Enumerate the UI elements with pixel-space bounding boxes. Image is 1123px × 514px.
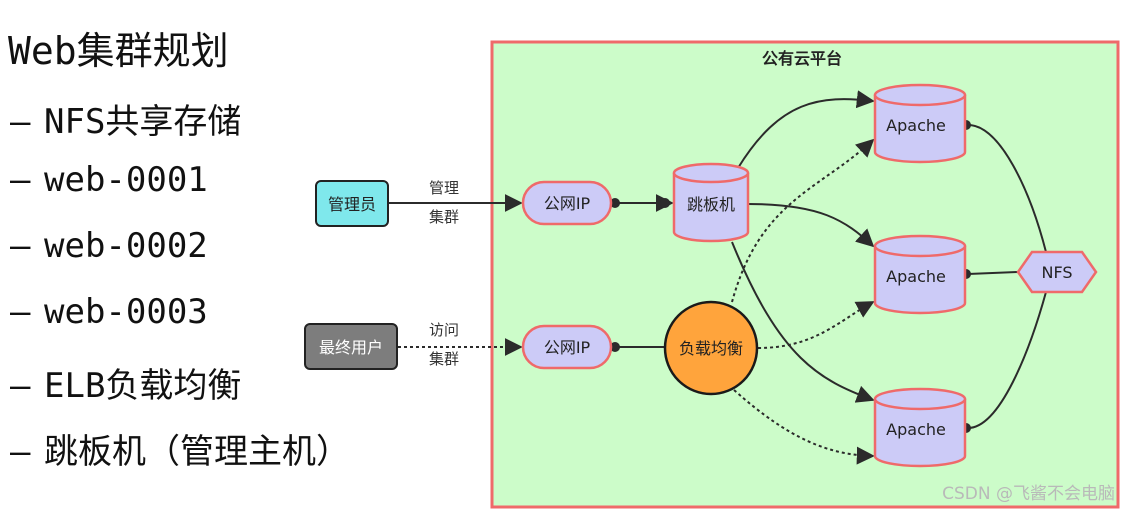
edge-apache-1-to-nfs — [967, 124, 1047, 253]
access-edge-label-line2: 集群 — [429, 350, 459, 368]
apache-label-1: Apache — [886, 116, 946, 135]
apache-node-1 — [873, 83, 967, 164]
edge-dot — [660, 198, 670, 208]
edge-jump-host-to-apache-2 — [747, 203, 875, 248]
cylinder-body — [873, 95, 967, 164]
cylinder-body — [873, 246, 967, 315]
apache-node-2 — [873, 234, 967, 315]
public-ip-node-bottom — [521, 324, 613, 370]
list-title: Web集群规划 — [8, 29, 229, 73]
list-dash: – — [10, 160, 31, 200]
apache-label-3: Apache — [886, 420, 946, 439]
cylinder-top — [873, 83, 967, 107]
list-item-text: 跳板机（管理主机） — [44, 432, 350, 472]
jump-host-node — [672, 162, 750, 243]
admin-label: 管理员 — [328, 195, 376, 214]
apache-label-2: Apache — [886, 267, 946, 286]
public-ip-label-bottom: 公网IP — [544, 338, 591, 357]
access-edge-label-line1: 访问 — [429, 321, 459, 339]
edge-jump-host-to-apache-3 — [731, 241, 875, 403]
cloud-platform-region — [490, 40, 1120, 509]
manage-edge-label-line1: 管理 — [429, 179, 459, 197]
cylinder-top — [672, 162, 750, 184]
jump-host-label: 跳板机 — [687, 195, 735, 214]
cloud-platform-title: 公有云平台 — [762, 49, 842, 68]
list-item-text: web-0003 — [44, 292, 208, 332]
nfs-node — [1016, 250, 1098, 294]
list-dash: – — [10, 432, 31, 472]
apache-node-3 — [873, 387, 967, 468]
edge-dot — [610, 198, 620, 208]
edge-apache-3-to-nfs — [967, 291, 1047, 429]
list-item-text: web-0002 — [44, 226, 208, 266]
public-ip-label-top: 公网IP — [544, 194, 591, 213]
edge-jump-host-to-apache-1 — [737, 90, 875, 169]
list-item-nfs: –NFS共享存储 — [10, 94, 241, 143]
list-dash: – — [10, 102, 31, 142]
nfs-label: NFS — [1041, 263, 1072, 282]
public-ip-node-top — [521, 180, 613, 226]
cylinder-body — [873, 399, 967, 468]
list-dash: – — [10, 226, 31, 266]
load-balancer-node — [663, 300, 759, 396]
list-item-web-0003: –web-0003 — [10, 292, 208, 332]
edge-dot — [610, 342, 620, 352]
list-dash: – — [10, 292, 31, 332]
load-balancer-label: 负载均衡 — [679, 339, 743, 358]
list-item-web-0002: –web-0002 — [10, 226, 208, 266]
list-item-text: ELB负载均衡 — [44, 366, 242, 406]
cylinder-top — [873, 387, 967, 411]
list-item-text: web-0001 — [44, 160, 208, 200]
list-item-text: NFS共享存储 — [44, 102, 242, 142]
enduser-node — [304, 323, 398, 370]
list-item-elb: –ELB负载均衡 — [10, 358, 241, 407]
enduser-label: 最终用户 — [319, 338, 383, 357]
list-item-jump-host: –跳板机（管理主机） — [10, 424, 350, 473]
cylinder-body — [672, 173, 750, 243]
list-dash: – — [10, 366, 31, 406]
cylinder-top — [873, 234, 967, 258]
admin-node — [315, 180, 389, 227]
list-item-web-0001: –web-0001 — [10, 160, 208, 200]
cluster-plan-list: Web集群规划 –NFS共享存储 –web-0001 –web-0002 –we… — [0, 0, 480, 514]
edge-apache-2-to-nfs — [967, 271, 1019, 275]
manage-edge-label-line2: 集群 — [429, 208, 459, 226]
edge-lb-to-apache-1 — [731, 138, 875, 303]
edge-lb-to-apache-3 — [733, 389, 875, 465]
watermark: CSDN @飞酱不会电脑 — [942, 484, 1115, 504]
